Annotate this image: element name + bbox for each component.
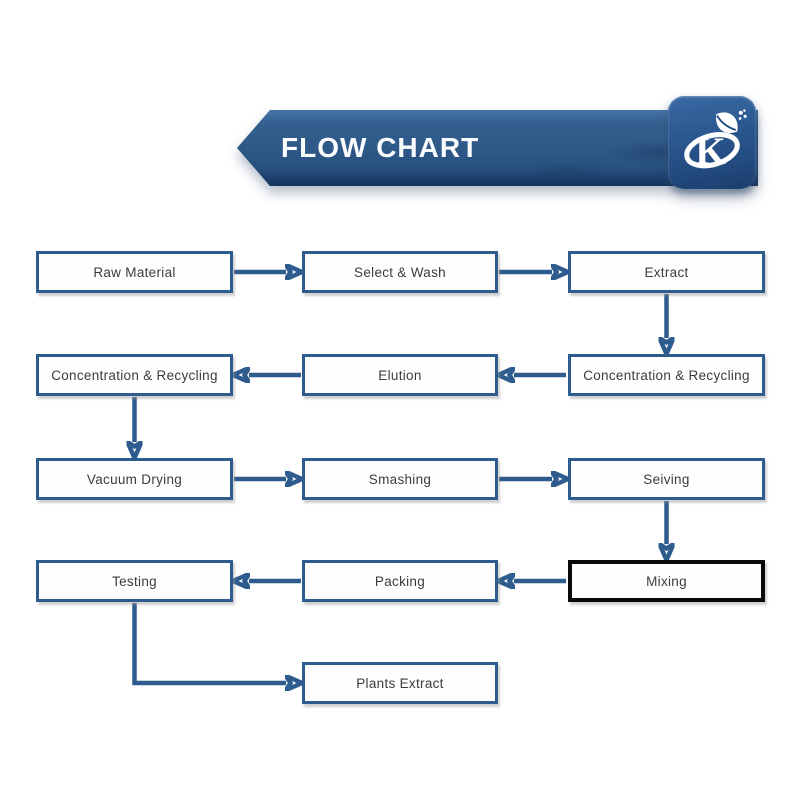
node-label: Select & Wash: [354, 264, 446, 280]
node-raw-material: Raw Material: [36, 251, 233, 293]
node-label: Plants Extract: [356, 675, 444, 691]
node-select-wash: Select & Wash: [302, 251, 498, 293]
node-label: Elution: [378, 367, 422, 383]
node-elution: Elution: [302, 354, 498, 396]
page-title: FLOW CHART: [281, 132, 480, 163]
node-label: Testing: [112, 573, 157, 589]
node-mixing: Mixing: [568, 560, 765, 602]
arrow-testing-to-plants-extract: [132, 603, 287, 683]
node-plants-extract: Plants Extract: [302, 662, 498, 704]
node-label: Concentration & Recycling: [583, 367, 750, 383]
node-smashing: Smashing: [302, 458, 498, 500]
brand-logo: K: [668, 96, 756, 189]
node-vacuum-drying: Vacuum Drying: [36, 458, 233, 500]
title-banner: FLOW CHART K: [0, 0, 800, 220]
node-seiving: Seiving: [568, 458, 765, 500]
node-packing: Packing: [302, 560, 498, 602]
node-label: Extract: [644, 264, 689, 280]
node-label: Packing: [374, 573, 426, 589]
k-leaf-logo-icon: K: [684, 108, 747, 172]
node-label: Smashing: [368, 471, 432, 487]
node-label: Concentration & Recycling: [51, 367, 218, 383]
node-label: Vacuum Drying: [86, 471, 183, 487]
node-label: Raw Material: [93, 264, 176, 280]
svg-text:K: K: [695, 129, 725, 172]
node-label: Mixing: [646, 573, 687, 589]
node-extract: Extract: [568, 251, 765, 293]
node-concentration-recycling-right: Concentration & Recycling: [568, 354, 765, 396]
node-label: Seiving: [643, 471, 690, 487]
node-testing: Testing: [36, 560, 233, 602]
node-concentration-recycling-left: Concentration & Recycling: [36, 354, 233, 396]
